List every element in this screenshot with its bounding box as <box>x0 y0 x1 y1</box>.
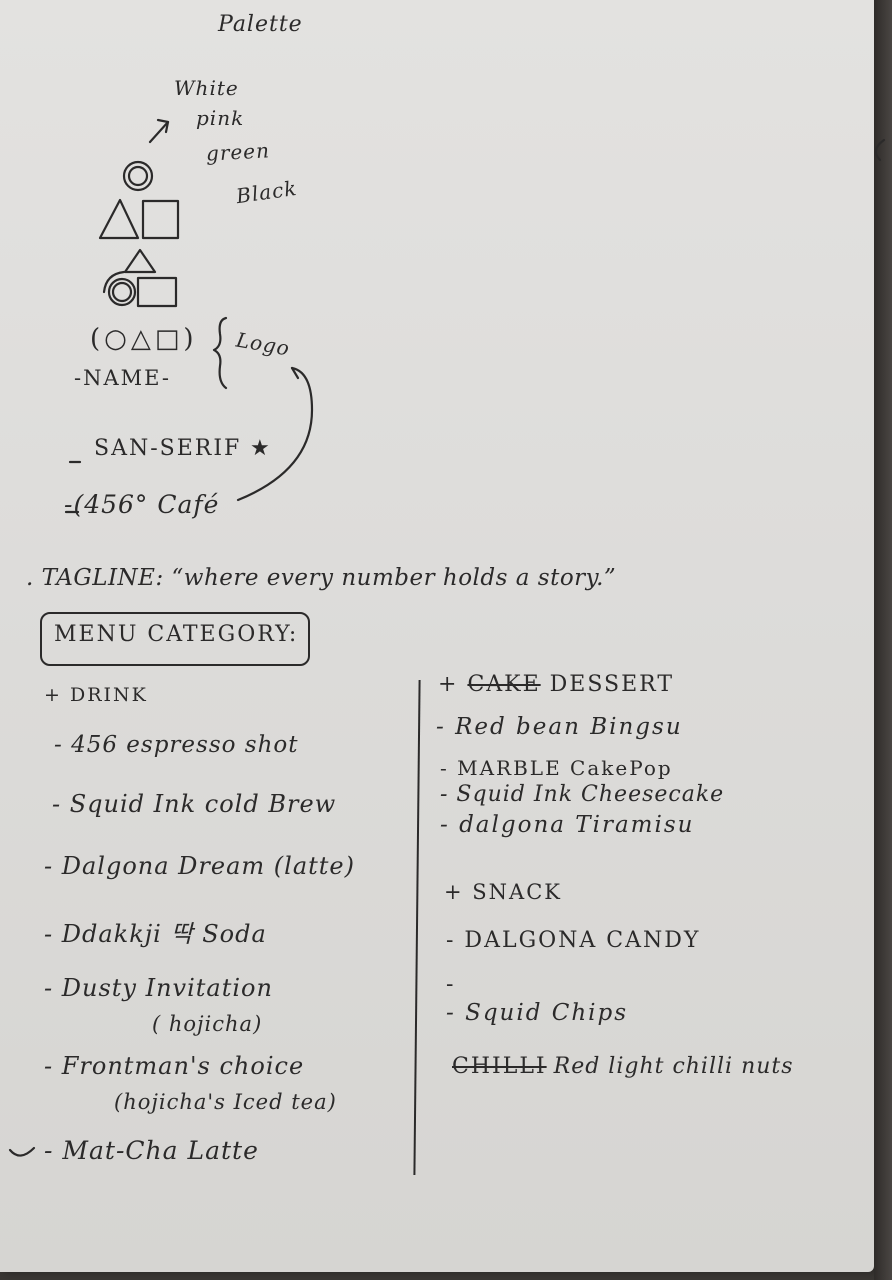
palette-color-white: White <box>174 76 239 100</box>
snack-item-chilli-nuts: Red light chilli nuts <box>553 1054 794 1079</box>
drink-item-espresso: - 456 espresso shot <box>54 732 299 758</box>
logo-sketch-triangle-icon <box>123 248 157 274</box>
snack-last-row: CHILLI Red light chilli nuts <box>452 1054 794 1079</box>
drink-item-squid-ink-brew: - Squid Ink cold Brew <box>52 790 337 818</box>
dessert-struck-word: CAKE <box>467 672 541 697</box>
drink-item-matcha-latte: - Mat-Cha Latte <box>44 1136 259 1165</box>
drink-heading: + DRINK <box>44 684 148 706</box>
star-icon: ★ <box>250 436 270 461</box>
logo-name: -NAME- <box>74 366 171 390</box>
notebook-binding <box>874 0 892 1280</box>
logo-brace <box>212 316 228 390</box>
triangle-shape-icon <box>98 198 140 240</box>
palette-color-pink: pink <box>196 106 245 130</box>
drink-item-dusty-invitation-note: ( hojicha) <box>152 1012 263 1036</box>
palette-title: Palette <box>218 12 303 37</box>
drink-item-dusty-invitation: - Dusty Invitation <box>44 974 273 1002</box>
dessert-item-cheesecake: - Squid Ink Cheesecake <box>440 782 725 807</box>
drink-item-frontmans-choice: - Frontman's choice <box>44 1052 305 1080</box>
drink-item-dalgona-dream: - Dalgona Dream (latte) <box>44 852 355 880</box>
dessert-item-cakepop: - MARBLE CakePop <box>440 756 673 780</box>
font-style: SAN-SERIF <box>94 436 242 461</box>
notebook-page <box>0 0 874 1272</box>
tagline: . TAGLINE: “where every number holds a s… <box>26 565 617 591</box>
dessert-item-tiramisu: - dalgona Tiramisu <box>440 812 695 838</box>
menu-category-box <box>40 612 310 666</box>
square-shape-icon <box>141 199 180 240</box>
logo-sketch-circle-icon <box>107 277 137 307</box>
circle-shape-icon <box>122 160 154 192</box>
snack-item-dalgona-candy: - DALGONA CANDY <box>446 928 701 953</box>
drink-item-frontmans-choice-note: (hojicha's Iced tea) <box>114 1090 337 1114</box>
palette-arrow <box>148 120 170 144</box>
snack-item-squid-chips: - Squid Chips <box>446 1000 629 1026</box>
snack-struck-word: CHILLI <box>452 1054 547 1079</box>
snack-empty-bullet: - <box>446 972 454 997</box>
dessert-heading: DESSERT <box>549 672 675 697</box>
menu-category-label: MENU CATEGORY: <box>54 622 299 647</box>
logo-symbols: (○△□) <box>90 324 198 354</box>
logo-sketch-square-icon <box>136 276 178 308</box>
brand-name: -(456° Café <box>64 490 220 519</box>
tick-mark <box>8 1146 36 1157</box>
drink-item-ddakkji-soda: - Ddakkji 딱 Soda <box>44 920 267 948</box>
dessert-item-bingsu: - Red bean Bingsu <box>436 714 683 740</box>
snack-heading: + SNACK <box>444 880 562 904</box>
palette-color-green: green <box>205 138 271 166</box>
dessert-heading-row: + CAKE DESSERT <box>438 672 675 697</box>
connector-curve <box>236 366 314 502</box>
